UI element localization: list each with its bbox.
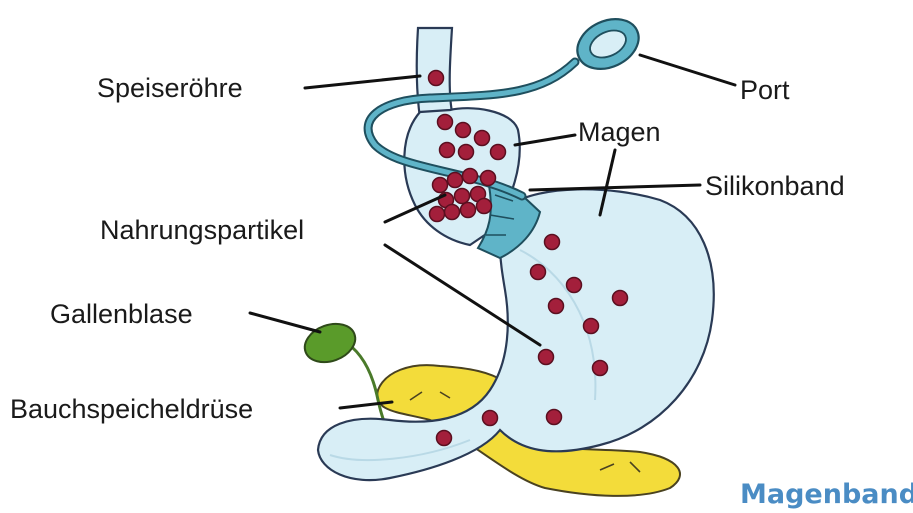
food-particle (584, 319, 599, 334)
food-particle (455, 189, 470, 204)
diagram-title: Magenband (740, 479, 913, 510)
food-particle (438, 115, 453, 130)
food-particle (491, 145, 506, 160)
food-particle (481, 171, 496, 186)
food-particle (463, 169, 478, 184)
port (569, 10, 646, 79)
food-particle (539, 350, 554, 365)
label-stomach: Magen (578, 117, 661, 147)
food-particle (461, 203, 476, 218)
food-particle (475, 131, 490, 146)
food-particle (483, 411, 498, 426)
food-particle (437, 431, 452, 446)
food-particle (477, 199, 492, 214)
food-particle (545, 235, 560, 250)
label-food-particles: Nahrungspartikel (100, 215, 304, 245)
label-port: Port (740, 75, 790, 105)
food-particle (547, 410, 562, 425)
food-particle (429, 71, 444, 86)
food-particle (531, 265, 546, 280)
food-particle (567, 278, 582, 293)
food-particle (440, 143, 455, 158)
label-silicone-band: Silikonband (705, 171, 845, 201)
label-esophagus: Speiseröhre (97, 73, 243, 103)
food-particle (433, 178, 448, 193)
food-particle (459, 145, 474, 160)
food-particle (430, 207, 445, 222)
food-particle (445, 205, 460, 220)
food-particle (549, 299, 564, 314)
food-particle (456, 123, 471, 138)
food-particle (593, 361, 608, 376)
food-particle (448, 173, 463, 188)
label-gallbladder: Gallenblase (50, 299, 193, 329)
label-pancreas: Bauchspeicheldrüse (10, 394, 253, 424)
food-particle (613, 291, 628, 306)
